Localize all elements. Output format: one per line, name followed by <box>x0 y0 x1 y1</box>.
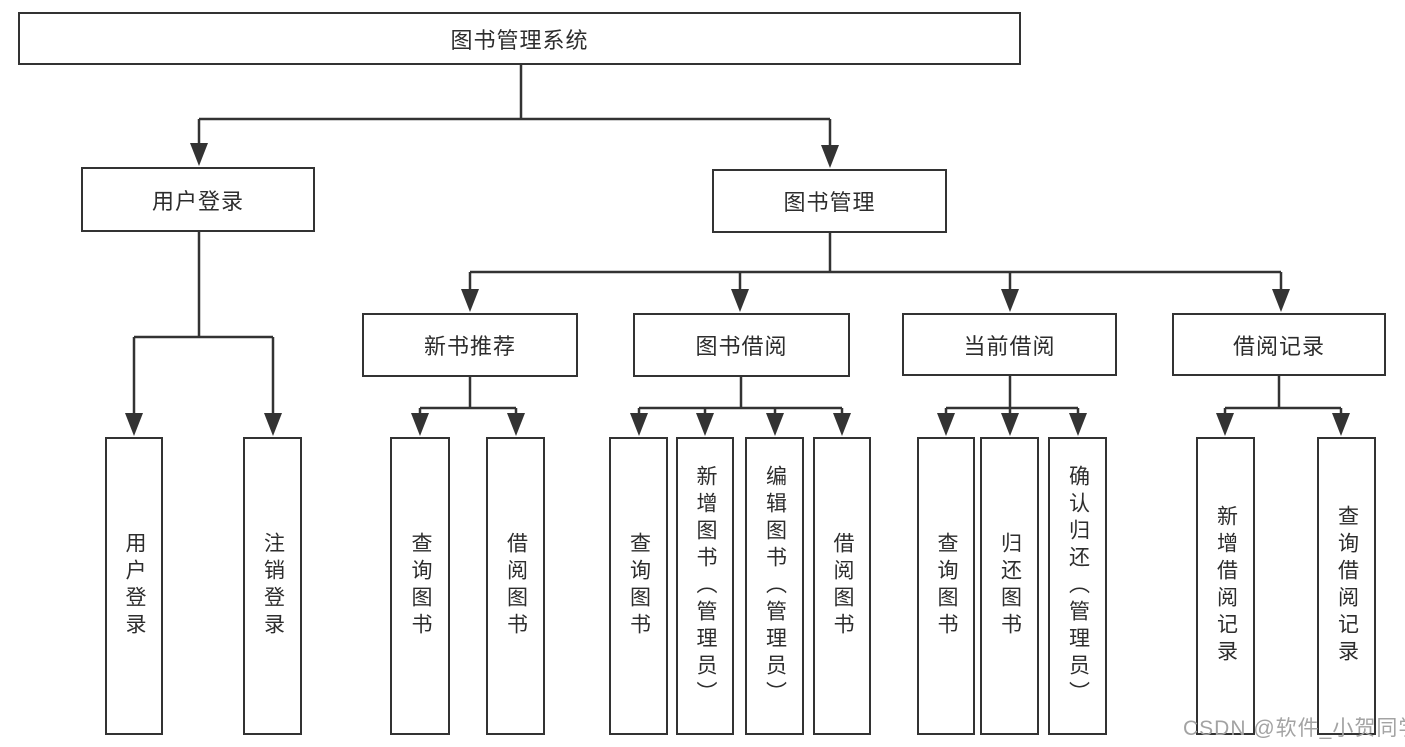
node-book-mgmt-label: 图书管理 <box>783 190 876 215</box>
node-user-login: 用户登录 <box>81 167 315 232</box>
node-borrow-record: 借阅记录 <box>1172 313 1386 376</box>
node-new-book-rec: 新书推荐 <box>362 313 578 377</box>
node-current-borrow-label: 当前借阅 <box>963 333 1056 359</box>
node-book-borrow: 图书借阅 <box>633 313 850 377</box>
node-root-label: 图书管理系统 <box>450 27 589 53</box>
node-user-login-label: 用户登录 <box>151 188 244 214</box>
node-query-borrow-record-leaf-label: 查询借阅记录 <box>1335 505 1359 667</box>
node-newbook-borrow-leaf: 借阅图书 <box>486 437 545 735</box>
node-current-query-leaf-label: 查询图书 <box>935 532 958 640</box>
node-query-borrow-record-leaf: 查询借阅记录 <box>1317 437 1376 735</box>
node-logout-leaf-label: 注销登录 <box>261 532 285 640</box>
node-borrow-book-leaf-label: 借阅图书 <box>831 532 854 640</box>
connector-book-borrow-to-children <box>630 377 851 436</box>
node-newbook-query-leaf: 查询图书 <box>390 437 450 735</box>
connector-current-borrow-to-children <box>937 376 1087 436</box>
node-newbook-borrow-leaf-label: 借阅图书 <box>504 532 528 640</box>
connector-user-login-to-children <box>125 232 282 436</box>
node-book-borrow-label: 图书借阅 <box>695 334 788 359</box>
node-edit-book-admin-leaf: 编辑图书（管理员） <box>745 437 804 735</box>
node-user-login-leaf: 用户登录 <box>105 437 163 735</box>
node-return-book-leaf: 归还图书 <box>980 437 1039 735</box>
node-add-book-admin-leaf: 新增图书（管理员） <box>676 437 734 735</box>
node-confirm-return-admin-leaf-label: 确认归还（管理员） <box>1066 464 1090 708</box>
node-add-borrow-record-leaf: 新增借阅记录 <box>1196 437 1255 735</box>
node-add-borrow-record-leaf-label: 新增借阅记录 <box>1214 505 1238 667</box>
node-edit-book-admin-leaf-label: 编辑图书（管理员） <box>763 464 787 708</box>
connector-root-to-level2 <box>190 65 839 168</box>
connector-new-book-rec-to-children <box>411 377 525 436</box>
node-current-borrow: 当前借阅 <box>902 313 1117 376</box>
node-newbook-query-leaf-label: 查询图书 <box>409 532 432 640</box>
node-return-book-leaf-label: 归还图书 <box>998 532 1022 640</box>
node-book-mgmt: 图书管理 <box>712 169 947 233</box>
node-logout-leaf: 注销登录 <box>243 437 302 735</box>
node-new-book-rec-label: 新书推荐 <box>423 334 516 359</box>
node-borrow-record-label: 借阅记录 <box>1232 333 1325 359</box>
node-confirm-return-admin-leaf: 确认归还（管理员） <box>1048 437 1107 735</box>
node-borrow-query-leaf-label: 查询图书 <box>627 532 651 640</box>
csdn-watermark: CSDN @软件_小贺同学 <box>1183 717 1405 740</box>
node-root: 图书管理系统 <box>18 12 1021 65</box>
node-user-login-leaf-label: 用户登录 <box>123 532 146 640</box>
node-borrow-book-leaf: 借阅图书 <box>813 437 871 735</box>
connector-book-mgmt-to-level3 <box>461 233 1290 312</box>
node-current-query-leaf: 查询图书 <box>917 437 975 735</box>
node-add-book-admin-leaf-label: 新增图书（管理员） <box>694 464 717 708</box>
connector-borrow-record-to-children <box>1216 376 1350 436</box>
node-borrow-query-leaf: 查询图书 <box>609 437 668 735</box>
